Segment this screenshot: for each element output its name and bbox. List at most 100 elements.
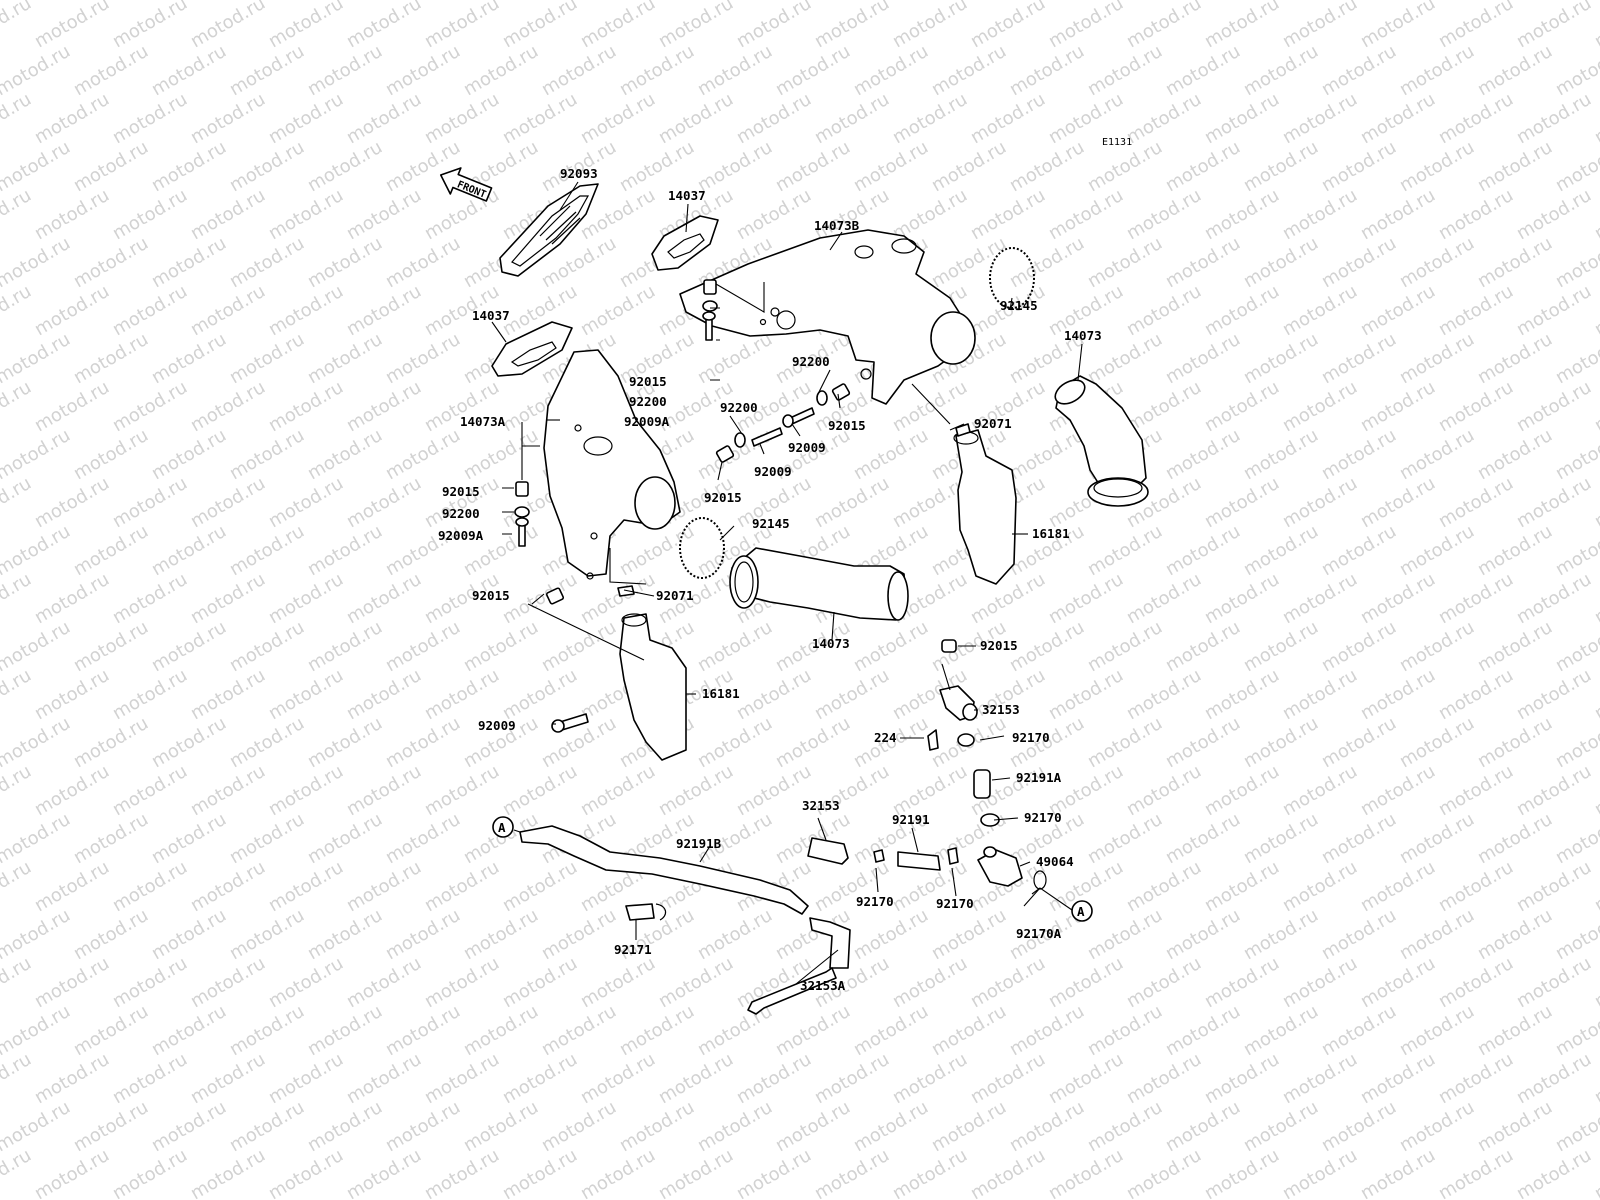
watermark-text: motod.ru	[1162, 1097, 1244, 1156]
watermark-text: motod.ru	[1318, 521, 1400, 580]
label-92009-a: 92009	[788, 440, 826, 455]
air-filter-element	[499, 183, 599, 277]
watermark-text: motod.ru	[226, 521, 308, 580]
watermark-text: motod.ru	[928, 1097, 1010, 1156]
watermark-text: motod.ru	[616, 1001, 698, 1060]
watermark-text: motod.ru	[31, 185, 113, 244]
watermark-text: motod.ru	[1591, 953, 1600, 1012]
watermark-text: motod.ru	[382, 713, 464, 772]
watermark-text: motod.ru	[304, 233, 386, 292]
watermark-text: motod.ru	[928, 137, 1010, 196]
watermark-text: motod.ru	[0, 0, 35, 52]
watermark-text: motod.ru	[0, 1097, 74, 1156]
watermark-text: motod.ru	[70, 425, 152, 484]
watermark-text: motod.ru	[304, 425, 386, 484]
watermark-text: motod.ru	[1162, 809, 1244, 868]
watermark-text: motod.ru	[109, 953, 191, 1012]
watermark-text: motod.ru	[694, 1097, 776, 1156]
watermark-text: motod.ru	[70, 1001, 152, 1060]
label-32153-b: 32153	[802, 798, 840, 813]
watermark-text: motod.ru	[1357, 185, 1439, 244]
watermark-text: motod.ru	[1123, 1049, 1205, 1108]
label-224: 224	[874, 730, 897, 745]
watermark-text: motod.ru	[109, 281, 191, 340]
watermark-text: motod.ru	[1045, 953, 1127, 1012]
watermark-text: motod.ru	[0, 809, 74, 868]
watermark-text: motod.ru	[694, 713, 776, 772]
watermark-text: motod.ru	[499, 857, 581, 916]
watermark-text: motod.ru	[811, 1049, 893, 1108]
watermark-text: motod.ru	[1552, 233, 1600, 292]
watermark-text: motod.ru	[304, 809, 386, 868]
watermark-text: motod.ru	[1279, 1049, 1361, 1108]
label-92171: 92171	[614, 942, 652, 957]
watermark-text: motod.ru	[1591, 89, 1600, 148]
watermark-text: motod.ru	[70, 521, 152, 580]
ring-92145-right	[989, 247, 1035, 309]
watermark-text: motod.ru	[1006, 41, 1088, 100]
watermark-text: motod.ru	[304, 1097, 386, 1156]
label-92009-c: 92009	[478, 718, 516, 733]
watermark-text: motod.ru	[694, 1001, 776, 1060]
watermark-text: motod.ru	[1240, 137, 1322, 196]
watermark-text: motod.ru	[928, 905, 1010, 964]
watermark-text: motod.ru	[694, 905, 776, 964]
watermark-text: motod.ru	[772, 137, 854, 196]
watermark-text: motod.ru	[1591, 1145, 1600, 1200]
watermark-text: motod.ru	[1396, 1097, 1478, 1156]
label-92015-a: 92015	[629, 374, 667, 389]
watermark-text: motod.ru	[1045, 0, 1127, 52]
watermark-text: motod.ru	[1513, 89, 1595, 148]
watermark-text: motod.ru	[1357, 761, 1439, 820]
watermark-text: motod.ru	[1279, 953, 1361, 1012]
watermark-text: motod.ru	[304, 521, 386, 580]
watermark-text: motod.ru	[1123, 0, 1205, 52]
watermark-text: motod.ru	[733, 1049, 815, 1108]
watermark-text: motod.ru	[1279, 569, 1361, 628]
watermark-text: motod.ru	[31, 1049, 113, 1108]
watermark-text: motod.ru	[538, 905, 620, 964]
label-14073B: 14073B	[814, 218, 860, 233]
watermark-text: motod.ru	[772, 1097, 854, 1156]
watermark-text: motod.ru	[889, 1049, 971, 1108]
diagram-code: E1131	[1102, 137, 1132, 148]
watermark-text: motod.ru	[1084, 617, 1166, 676]
watermark-text: motod.ru	[0, 425, 74, 484]
label-92093: 92093	[560, 166, 598, 181]
watermark-text: motod.ru	[148, 905, 230, 964]
intake-tube-14073-right	[1054, 375, 1149, 507]
watermark-text: motod.ru	[1201, 761, 1283, 820]
label-92200-c: 92200	[442, 506, 480, 521]
watermark-text: motod.ru	[1396, 713, 1478, 772]
watermark-text: motod.ru	[1435, 569, 1517, 628]
watermark-text: motod.ru	[382, 41, 464, 100]
watermark-text: motod.ru	[1513, 665, 1595, 724]
watermark-text: motod.ru	[1435, 761, 1517, 820]
watermark-text: motod.ru	[0, 617, 74, 676]
watermark-text: motod.ru	[109, 1049, 191, 1108]
intake-duct-14073A	[543, 349, 681, 580]
watermark-text: motod.ru	[850, 137, 932, 196]
watermark-text: motod.ru	[1123, 857, 1205, 916]
watermark-text: motod.ru	[1123, 377, 1205, 436]
label-92009A-b: 92009A	[438, 528, 484, 543]
watermark-text: motod.ru	[1279, 0, 1361, 52]
watermark-text: motod.ru	[1396, 425, 1478, 484]
watermark-text: motod.ru	[655, 89, 737, 148]
watermark-text: motod.ru	[382, 1001, 464, 1060]
watermark-text: motod.ru	[1318, 1097, 1400, 1156]
watermark-text: motod.ru	[1591, 857, 1600, 916]
watermark-text: motod.ru	[304, 617, 386, 676]
watermark-text: motod.ru	[1240, 1001, 1322, 1060]
watermark-text: motod.ru	[1201, 1145, 1283, 1200]
watermark-text: motod.ru	[343, 857, 425, 916]
watermark-text: motod.ru	[382, 1097, 464, 1156]
label-92170A: 92170A	[1016, 926, 1062, 941]
watermark-text: motod.ru	[1435, 0, 1517, 52]
label-32153A: 32153A	[800, 978, 846, 993]
watermark-text: motod.ru	[187, 761, 269, 820]
watermark-text: motod.ru	[1591, 569, 1600, 628]
watermark-text: motod.ru	[1357, 665, 1439, 724]
watermark-text: motod.ru	[148, 521, 230, 580]
watermark-text: motod.ru	[1240, 1097, 1322, 1156]
